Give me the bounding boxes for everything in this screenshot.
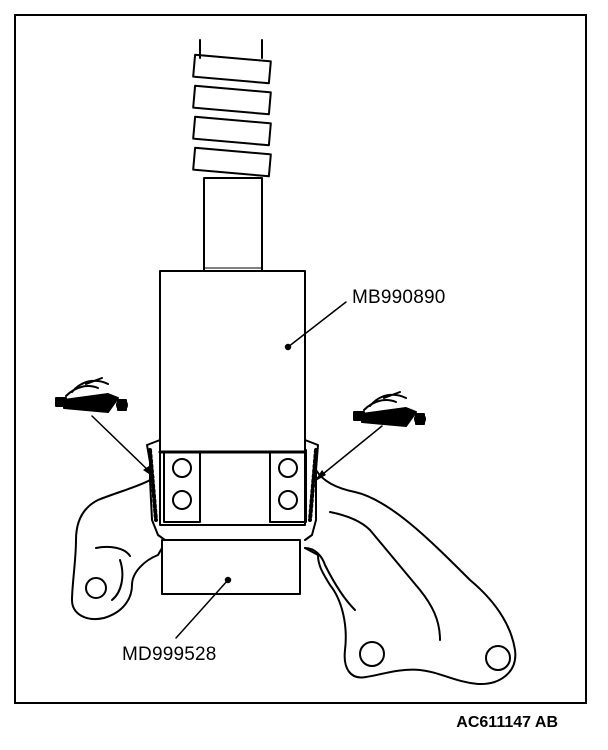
- leader-lines: [91, 301, 383, 639]
- figure-id: AC611147 AB: [456, 714, 558, 731]
- upper-tool-label: MB990890: [352, 287, 446, 308]
- lower-tool-md999528: [161, 539, 301, 595]
- press-spring: [192, 39, 272, 178]
- wheel-bearing: [148, 448, 318, 523]
- press-shaft: [203, 177, 263, 272]
- steering-knuckle: [71, 439, 517, 686]
- upper-tool-mb990890: [159, 270, 306, 453]
- diagram-frame: [14, 14, 587, 704]
- grease-gun-icon-left: [55, 377, 128, 413]
- grease-gun-icon-right: [353, 391, 426, 427]
- lower-tool-label: MD999528: [122, 644, 217, 665]
